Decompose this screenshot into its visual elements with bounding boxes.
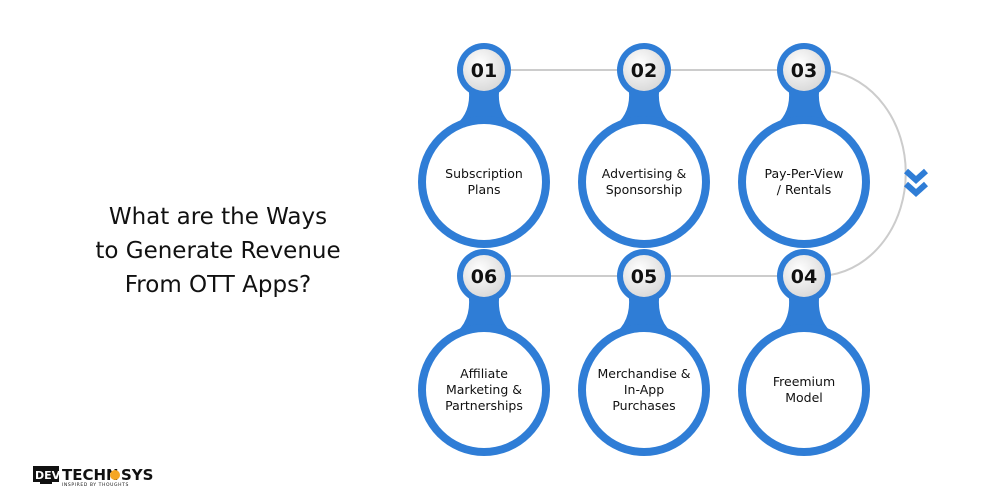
svg-text:DEV: DEV: [35, 469, 61, 482]
step-badge: [623, 255, 665, 297]
step-label: Plans: [467, 182, 500, 197]
step-label: / Rentals: [777, 182, 831, 197]
title-line: From OTT Apps?: [125, 272, 312, 298]
title-line: to Generate Revenue: [95, 238, 340, 264]
step-label: In-App: [624, 382, 664, 397]
step-label: Model: [785, 390, 823, 405]
diagram-title: What are the Ways to Generate Revenue Fr…: [95, 204, 340, 298]
step-badge: [463, 49, 505, 91]
step-badge: [463, 255, 505, 297]
step-label: Subscription: [445, 166, 523, 181]
step-label: Partnerships: [445, 398, 523, 413]
title-line: What are the Ways: [109, 204, 327, 230]
step-number: 05: [631, 266, 657, 288]
svg-text:INSPIRED BY THOUGHTS: INSPIRED BY THOUGHTS: [62, 482, 129, 488]
step-label: Pay-Per-View: [765, 166, 844, 181]
devtechnosys-logo: DEV TECHN SYS INSPIRED BY THOUGHTS: [33, 466, 153, 488]
step-number: 01: [471, 60, 497, 82]
step-label: Merchandise &: [597, 366, 690, 381]
step-badge: [783, 255, 825, 297]
step-label: Affiliate: [460, 366, 508, 381]
double-chevron-down-icon: [903, 168, 929, 198]
svg-text:TECHN: TECHN: [62, 466, 119, 484]
step-label: Freemium: [773, 374, 835, 389]
step-badge: [623, 49, 665, 91]
step-badge: [783, 49, 825, 91]
step-label: Purchases: [612, 398, 675, 413]
step-number: 06: [471, 266, 497, 288]
step-label: Advertising &: [602, 166, 687, 181]
svg-text:SYS: SYS: [121, 466, 153, 484]
step-label: Sponsorship: [606, 182, 683, 197]
step-number: 02: [631, 60, 657, 82]
step-number: 04: [791, 266, 817, 288]
step-number: 03: [791, 60, 817, 82]
step-label: Marketing &: [446, 382, 522, 397]
